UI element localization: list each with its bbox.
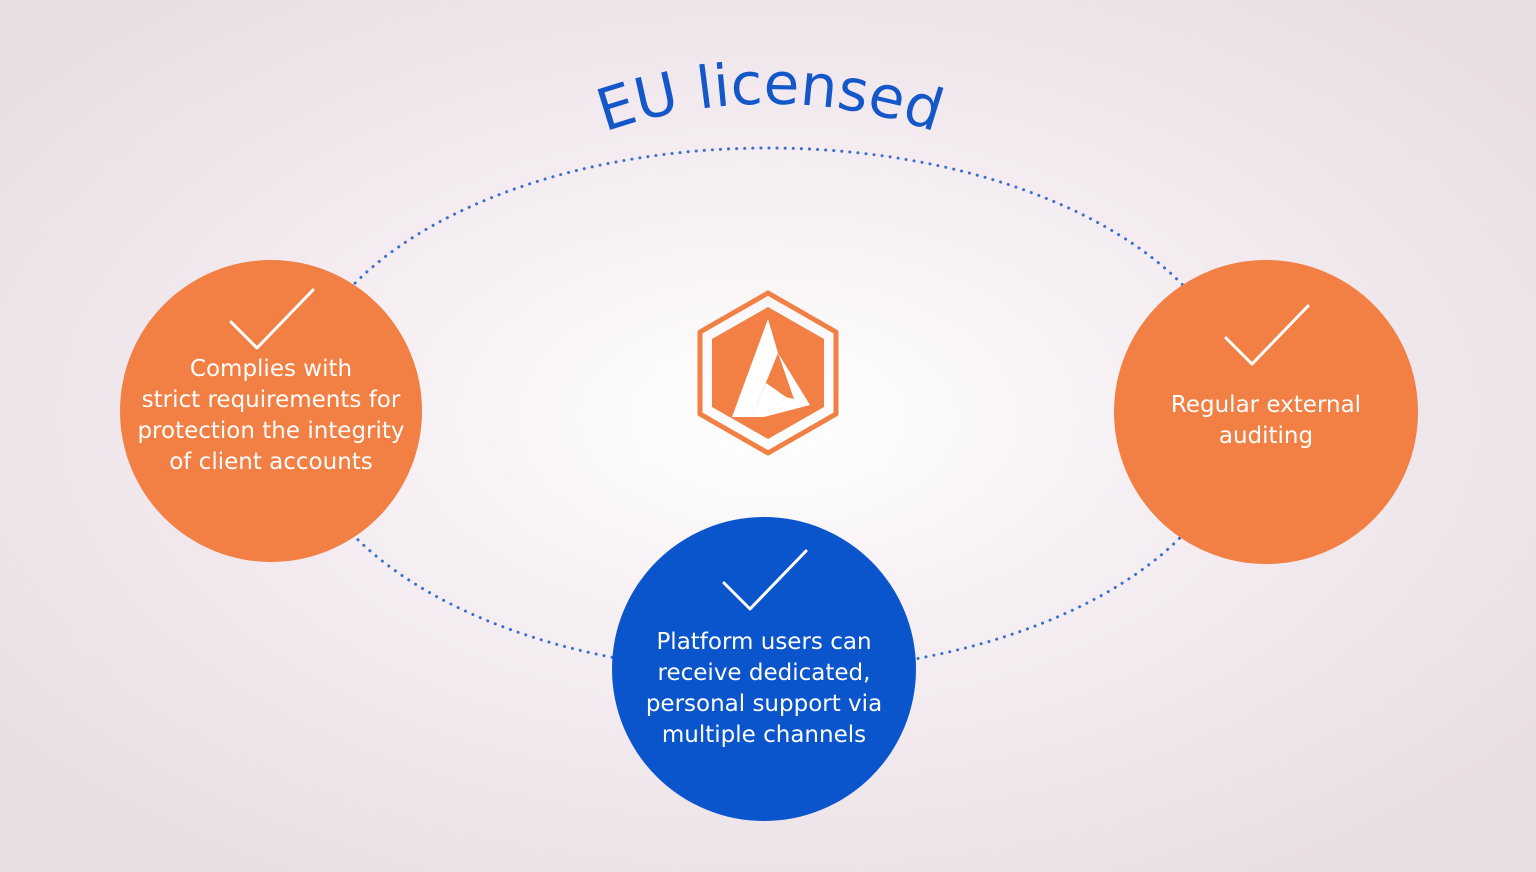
feature-label-bottom: Platform users can receive dedicated, pe… xyxy=(645,629,883,748)
checkmark-icon xyxy=(1224,304,1310,366)
page-title: EU licensed xyxy=(589,50,952,145)
feature-circle-bottom: Platform users can receive dedicated, pe… xyxy=(612,517,916,821)
feature-circle-left: Complies with strict requirements for pr… xyxy=(120,260,422,562)
feature-label-left: Complies with strict requirements for pr… xyxy=(137,356,405,475)
checkmark-icon xyxy=(722,549,808,611)
hexagon-a-logo-icon xyxy=(697,290,839,456)
feature-label-right: Regular external auditing xyxy=(1170,392,1362,449)
feature-circle-right: Regular external auditing xyxy=(1114,260,1418,564)
checkmark-icon xyxy=(229,288,315,350)
page-title-text: EU licensed xyxy=(589,50,952,145)
